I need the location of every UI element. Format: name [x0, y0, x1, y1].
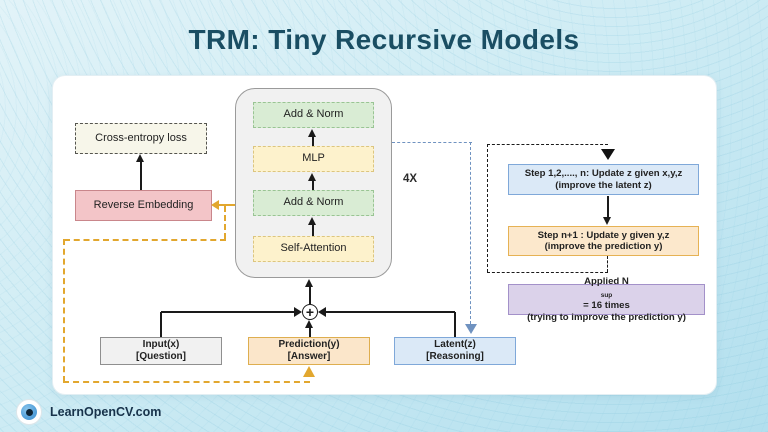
- self-attention-label: Self-Attention: [280, 242, 347, 255]
- add-norm-top-label: Add & Norm: [283, 108, 344, 121]
- step-loop-dash-right: [607, 256, 608, 272]
- latent-line1: Latent(z): [434, 339, 476, 350]
- arrow-mlp-to-addnorm-head: [308, 129, 316, 137]
- prediction-y-box: Prediction(y) [Answer]: [248, 337, 370, 365]
- yellow-loop-horizontal-bottom: [63, 381, 310, 383]
- latent-z-box: Latent(z) [Reasoning]: [394, 337, 516, 365]
- prediction-line2: [Answer]: [287, 351, 331, 362]
- yellow-loop-vertical-right: [224, 206, 226, 239]
- arrow-step1-to-step2-line: [607, 196, 609, 217]
- input-to-plus-head: [294, 307, 302, 317]
- page-title: TRM: Tiny Recursive Models: [188, 24, 580, 55]
- step-loop-dash-top: [487, 144, 608, 145]
- input-riser-line: [160, 312, 162, 337]
- latent-riser-line: [454, 312, 456, 337]
- arrow-mlp-to-addnorm-line: [312, 135, 314, 146]
- step1-update-z-box: Step 1,2,...., n: Update z given x,y,z (…: [508, 164, 699, 195]
- arrow-addnorm-to-mlp-head: [308, 173, 316, 181]
- footer-brand: LearnOpenCV.com: [16, 399, 161, 425]
- prediction-to-plus-head: [305, 320, 313, 328]
- mlp-label: MLP: [302, 152, 325, 165]
- prediction-line1: Prediction(y): [278, 339, 340, 350]
- cross-entropy-loss-box: Cross-entropy loss: [75, 123, 207, 154]
- input-line2: [Question]: [136, 351, 186, 362]
- eye-iris: [21, 404, 37, 420]
- add-norm-box-bottom: Add & Norm: [253, 190, 374, 216]
- step-loop-arrow-head: [601, 149, 615, 160]
- yellow-loop-horizontal-top: [64, 239, 226, 241]
- reverse-embedding-box: Reverse Embedding: [75, 190, 212, 221]
- add-junction-symbol: +: [302, 304, 318, 320]
- arrow-attn-to-addnorm-head: [308, 217, 316, 225]
- arrow-addnorm-to-mlp-line: [312, 180, 314, 190]
- latent-line2: [Reasoning]: [426, 351, 484, 362]
- step2-line2: (improve the prediction y): [544, 241, 663, 252]
- repeat-4x-label: 4X: [403, 173, 418, 185]
- arrow-reverse-to-loss-line: [140, 161, 142, 190]
- yellow-loop-arrow-head: [303, 366, 315, 377]
- applied-subscript: sup: [600, 292, 613, 300]
- self-attention-box: Self-Attention: [253, 236, 374, 262]
- latent-to-plus-head: [318, 307, 326, 317]
- add-norm-bottom-label: Add & Norm: [283, 196, 344, 209]
- blue-dash-horizontal: [392, 142, 472, 143]
- eye-pupil: [25, 408, 33, 416]
- yellow-loop-vertical-left: [63, 239, 65, 382]
- arrow-reverse-to-loss-head: [136, 154, 144, 162]
- arrow-attn-to-addnorm-line: [312, 224, 314, 236]
- cross-entropy-loss-label: Cross-entropy loss: [95, 131, 187, 144]
- plus-to-transformer-head: [305, 279, 313, 287]
- blue-dash-arrow-head: [465, 324, 477, 334]
- input-to-plus-line: [161, 311, 294, 313]
- blue-dash-vertical: [470, 142, 471, 324]
- learnopencv-eye-icon: [16, 399, 42, 425]
- step2-line1: Step n+1 : Update y given y,z: [537, 229, 670, 241]
- step-loop-dash-bottom: [487, 272, 608, 273]
- step-loop-dash-left: [487, 144, 488, 272]
- input-line1: Input(x): [142, 339, 180, 350]
- mlp-box: MLP: [253, 146, 374, 172]
- yellow-output-line: [219, 203, 235, 206]
- step1-line1: Step 1,2,...., n: Update z given x,y,z: [524, 168, 683, 179]
- step2-update-y-box: Step n+1 : Update y given y,z (improve t…: [508, 226, 699, 256]
- step1-line2: (improve the latent z): [555, 179, 652, 191]
- arrow-step1-to-step2-head: [603, 217, 611, 225]
- reverse-embedding-label: Reverse Embedding: [93, 198, 194, 211]
- plus-to-transformer-line: [309, 286, 311, 304]
- brand-text: LearnOpenCV.com: [50, 405, 162, 419]
- prediction-to-plus-line: [309, 328, 311, 337]
- yellow-output-head: [211, 199, 219, 210]
- applied-line2: (trying to improve the prediction y): [527, 311, 686, 323]
- add-norm-box-top: Add & Norm: [253, 102, 374, 128]
- input-x-box: Input(x) [Question]: [100, 337, 222, 365]
- latent-to-plus-line: [326, 311, 455, 313]
- plus-glyph: +: [305, 304, 315, 320]
